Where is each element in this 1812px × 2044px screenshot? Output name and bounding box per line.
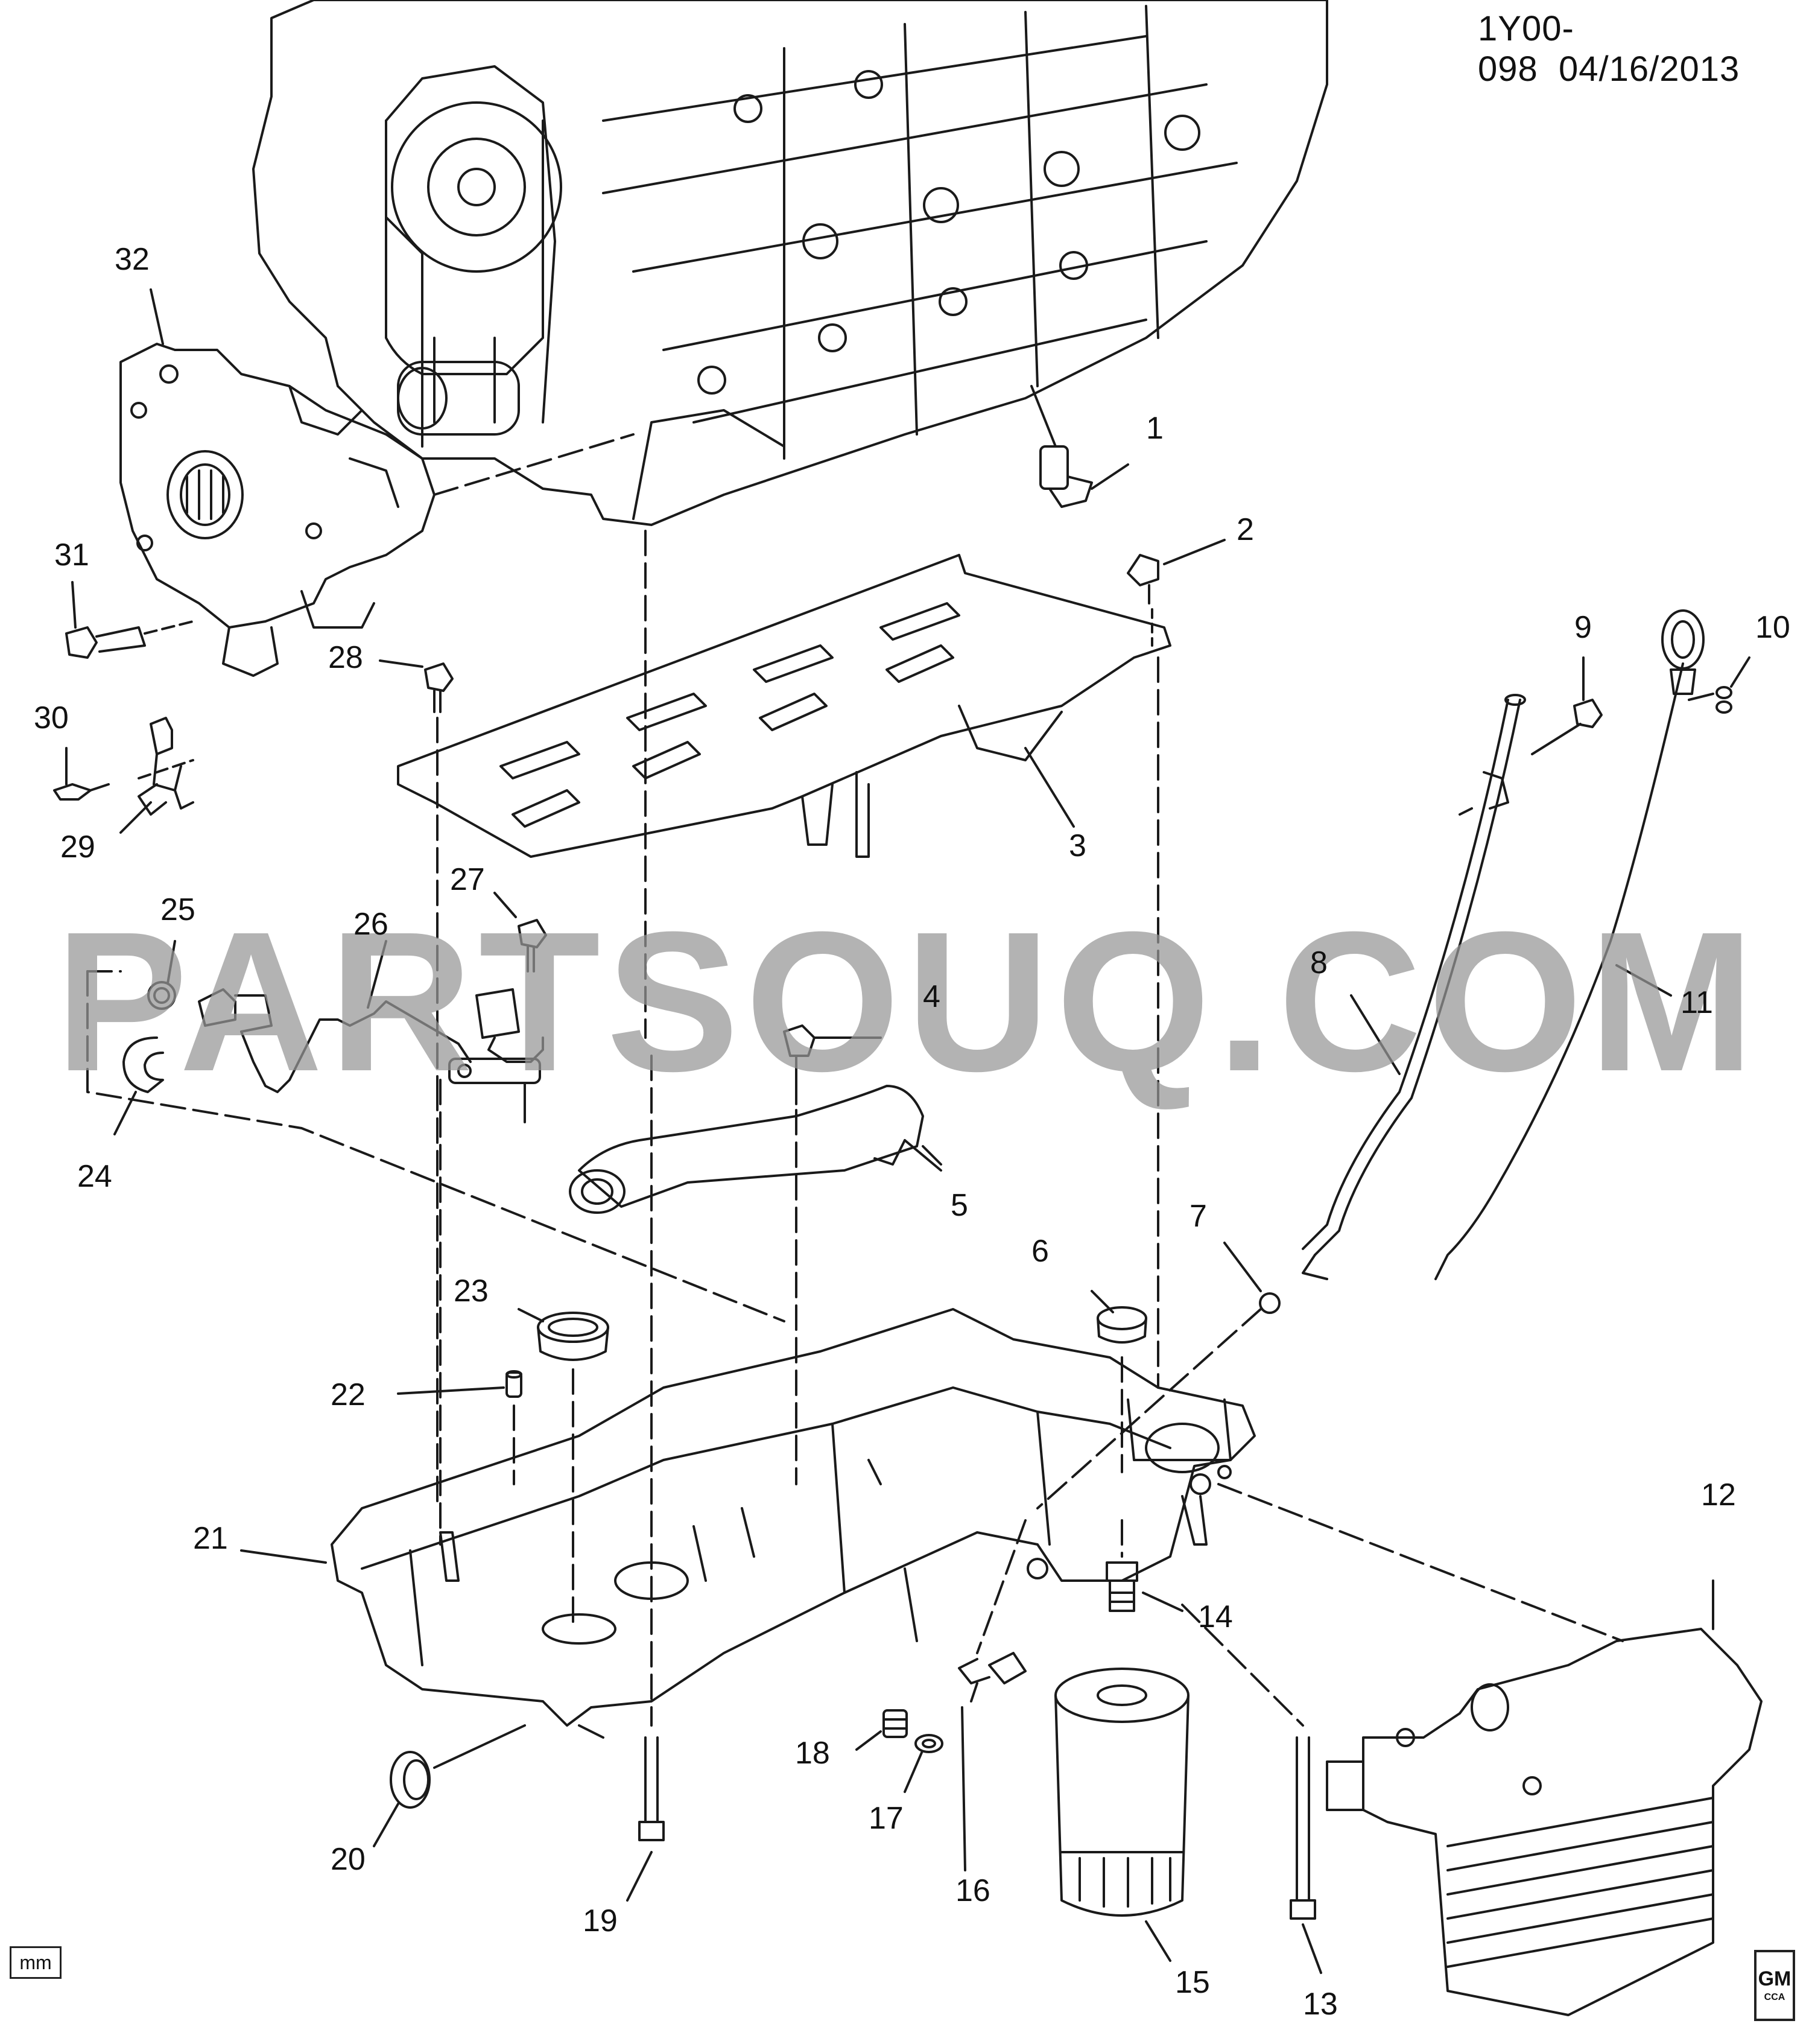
callout-13: 13 (1303, 1987, 1338, 2022)
part-15-oil-filter (1054, 1668, 1190, 1962)
part-16-drain-plug (958, 1519, 1027, 1871)
part-32-oil-pump (119, 288, 635, 677)
callout-28: 28 (328, 640, 363, 675)
callout-12: 12 (1701, 1477, 1736, 1512)
callout-22: 22 (331, 1377, 366, 1412)
part-30-clip (53, 747, 110, 801)
part-25-oring (86, 940, 785, 1322)
engine-block (252, 0, 1328, 526)
callout-16: 16 (955, 1873, 990, 1908)
callout-2: 2 (1237, 512, 1254, 547)
callout-8: 8 (1310, 945, 1328, 980)
part-26-solenoid (198, 940, 544, 1546)
callout-23: 23 (454, 1274, 489, 1309)
part-3-windage-tray (397, 554, 1171, 858)
part-29-fitting (119, 717, 194, 834)
part-6-fitting (1091, 1290, 1147, 1473)
callout-4: 4 (923, 979, 940, 1014)
callout-6: 6 (1031, 1234, 1049, 1269)
callout-30: 30 (34, 700, 69, 735)
diagram-header: 1Y00-098 04/16/2013 (1478, 8, 1812, 89)
part-31-bolt (65, 581, 194, 659)
callout-15: 15 (1175, 1965, 1210, 2000)
callout-19: 19 (583, 1903, 618, 1938)
part-27-bolt (493, 892, 547, 973)
part-21-oil-pan (240, 1308, 1256, 1739)
callout-9: 9 (1574, 610, 1592, 645)
part-13-bolt (1181, 1604, 1322, 1974)
part-8-dipstick-tube (1302, 694, 1526, 1280)
diagram-number: 1Y00-098 (1478, 9, 1574, 89)
callout-32: 32 (115, 242, 150, 277)
callout-10: 10 (1755, 610, 1790, 645)
gm-logo: GM CCA (1754, 1950, 1795, 2021)
callout-25: 25 (160, 892, 195, 927)
callout-5: 5 (951, 1188, 968, 1223)
gm-logo-sub: CCA (1764, 1992, 1785, 2002)
callout-24: 24 (77, 1159, 112, 1194)
part-20-seal (373, 1724, 526, 1847)
callout-11: 11 (1681, 985, 1713, 1020)
callout-26: 26 (353, 907, 388, 942)
part-5-pickup-tube (569, 1085, 942, 1214)
callout-29: 29 (60, 830, 95, 865)
part-14-fitting (1106, 1519, 1183, 1612)
callout-14: 14 (1198, 1599, 1233, 1634)
part-1-sensor (1030, 385, 1129, 508)
callout-21: 21 (193, 1521, 228, 1556)
part-4-bolt (783, 1024, 882, 1485)
callout-17: 17 (869, 1801, 904, 1836)
callout-18: 18 (795, 1736, 830, 1771)
part-22-dowel (397, 1370, 522, 1485)
part-28-bolt (379, 659, 454, 1087)
callout-1: 1 (1146, 411, 1164, 446)
part-10-orings (1715, 656, 1750, 714)
gm-logo-brand: GM (1758, 1967, 1791, 1990)
part-19-bolt (626, 1055, 665, 1902)
part-2-bolt (1127, 539, 1226, 647)
part-23-seal (518, 1308, 609, 1630)
part-7-oring (1036, 1242, 1281, 1509)
part-17-washer (904, 1734, 943, 1793)
diagram-date: 04/16/2013 (1559, 49, 1740, 89)
part-12-oil-cooler (1217, 1483, 1763, 2016)
callout-31: 31 (54, 538, 89, 573)
callout-20: 20 (331, 1842, 366, 1877)
unit-badge: mm (10, 1946, 62, 1979)
callout-7: 7 (1190, 1199, 1207, 1234)
watermark: PARTSOUQ.COM (55, 890, 1761, 1112)
callout-27: 27 (450, 862, 485, 897)
part-9-bolt (1531, 656, 1603, 755)
part-18-plug (855, 1709, 908, 1751)
part-11-dipstick (1434, 609, 1714, 1280)
callout-3: 3 (1069, 828, 1086, 863)
